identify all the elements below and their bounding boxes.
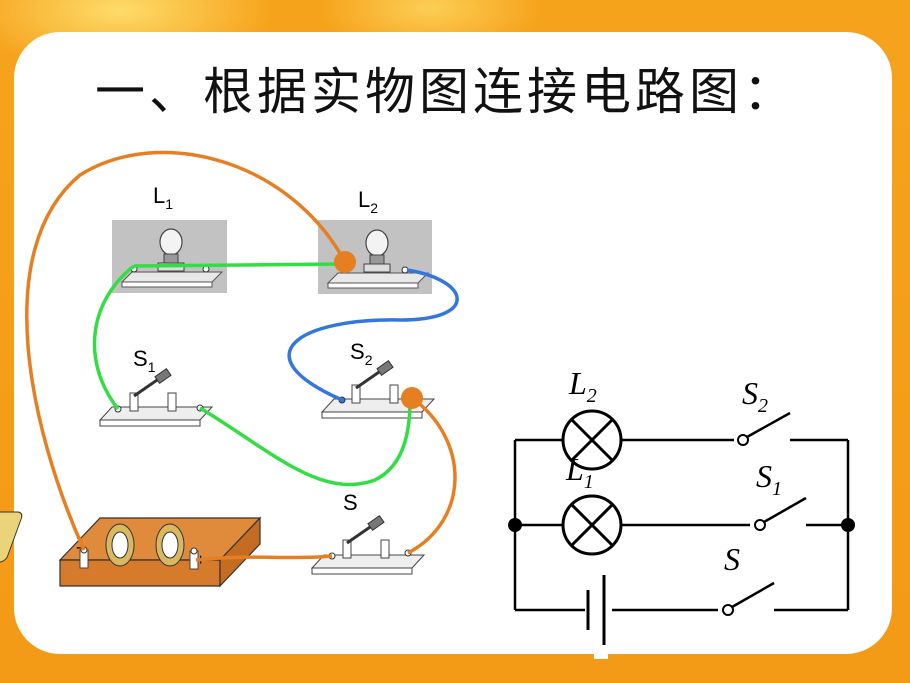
schematic-lamp-l2-icon bbox=[561, 409, 623, 471]
junction-dot bbox=[334, 251, 356, 273]
wire-orange-right bbox=[407, 396, 457, 555]
page-title: 一、根据实物图连接电路图： bbox=[95, 63, 797, 121]
bulb-icon bbox=[159, 228, 183, 256]
schematic-switch-main-label: S bbox=[724, 541, 740, 577]
wire-green-left bbox=[92, 264, 136, 411]
schematic-battery-icon bbox=[586, 575, 608, 659]
wire-green-bottom bbox=[199, 399, 412, 487]
switch-s1-label: S1 bbox=[133, 346, 156, 375]
switch-main-label: S bbox=[343, 490, 358, 515]
switch-main bbox=[310, 515, 426, 575]
lamp-l1-label: L1 bbox=[153, 183, 173, 212]
wire-green-top bbox=[133, 262, 346, 268]
schematic-junction-right bbox=[841, 518, 855, 532]
schematic-lamp-l1-label: L1 bbox=[565, 451, 594, 493]
wire-orange-top bbox=[25, 150, 347, 551]
schematic-switch-s1-label: S1 bbox=[756, 458, 782, 500]
schematic-switch-main-icon bbox=[718, 581, 775, 620]
switch-s2-label: S2 bbox=[350, 339, 373, 368]
battery-box bbox=[0, 511, 262, 588]
switch-s1 bbox=[98, 368, 214, 427]
junction-dot bbox=[401, 387, 423, 409]
schematic-lamp-l1-icon bbox=[561, 494, 623, 556]
schematic-switch-s2-icon bbox=[734, 411, 791, 450]
lamp-l2-label: L2 bbox=[358, 187, 378, 216]
wire-orange-bottom bbox=[195, 554, 333, 562]
schematic-junction-left bbox=[508, 518, 522, 532]
battery-minus-label: - bbox=[76, 539, 81, 556]
lamp-l2-board bbox=[318, 220, 432, 294]
schematic-switch-s1-icon bbox=[750, 496, 807, 535]
bulb-icon bbox=[365, 229, 389, 257]
schematic-lamp-l2-label: L2 bbox=[568, 365, 597, 407]
lamp-l1-board bbox=[112, 220, 227, 293]
schematic-switch-s2-label: S2 bbox=[742, 375, 768, 417]
wire-blue bbox=[287, 268, 459, 402]
